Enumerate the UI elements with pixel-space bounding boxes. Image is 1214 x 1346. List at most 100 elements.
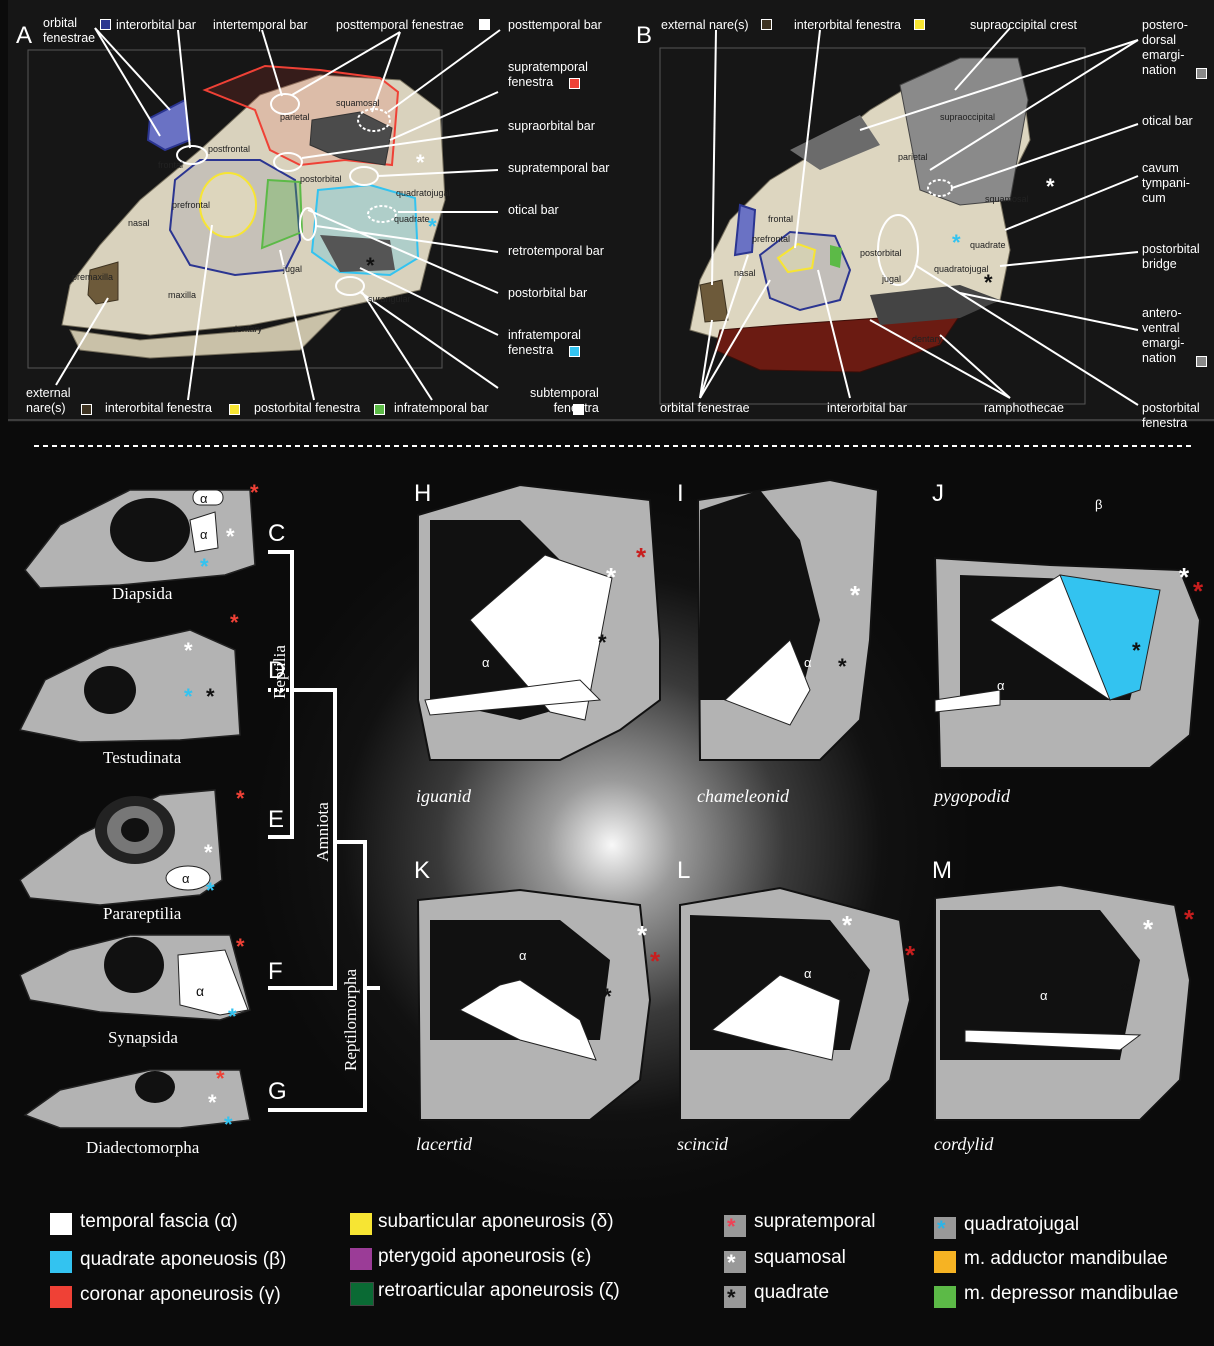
legend-subarticular: subarticular aponeurosis (δ) xyxy=(378,1211,614,1233)
legend-quadrate: quadrate xyxy=(754,1282,829,1304)
ast-l-squamosal: * xyxy=(842,914,852,936)
alpha-l: α xyxy=(804,966,812,981)
panel-letter-m: M xyxy=(932,857,952,885)
taxon-diadectomorpha: Diadectomorpha xyxy=(86,1138,199,1158)
ast-c-supratemporal: * xyxy=(250,482,259,504)
bone-b-quadratojugal: quadratojugal xyxy=(934,262,989,277)
legend-supratemporal: supratemporal xyxy=(754,1211,875,1233)
ast-f-quadratojugal: * xyxy=(228,1006,237,1028)
clade-amniota: Amniota xyxy=(313,782,333,882)
ast-e-quadratojugal: * xyxy=(206,880,215,902)
label-interorbital-bar: interorbital bar xyxy=(116,18,196,33)
swatch-b-posterodorsal xyxy=(1196,68,1207,79)
legend-swatch-pterygoid xyxy=(350,1248,372,1270)
panel-letter-l: L xyxy=(677,857,690,885)
asterisk-quadrate-b: * xyxy=(984,272,993,294)
clado-letter-f: F xyxy=(268,958,283,986)
bone-premaxilla: premaxilla xyxy=(72,270,113,285)
swatch-b-nares xyxy=(761,19,772,30)
ast-j-quadrate: * xyxy=(1132,640,1141,662)
ast-i-quadrate: * xyxy=(838,656,847,678)
bone-frontal: frontal xyxy=(158,158,183,173)
bone-postfrontal: postfrontal xyxy=(208,142,250,157)
taxon-synapsida: Synapsida xyxy=(108,1028,178,1048)
legend-swatch-coronar xyxy=(50,1286,72,1308)
ast-d-quadrate: * xyxy=(206,686,215,708)
legend-coronar: coronar aponeurosis (γ) xyxy=(80,1284,281,1306)
label-a-bottom-3: infratemporal bar xyxy=(394,401,489,416)
bone-quadrate: quadrate xyxy=(394,212,430,227)
label-b-bottom-0: orbital fenestrae xyxy=(660,401,750,416)
bone-squamosal: squamosal xyxy=(336,96,380,111)
legend-pterygoid: pterygoid aponeurosis (ε) xyxy=(378,1246,591,1268)
legend-depressor: m. depressor mandibulae xyxy=(964,1283,1178,1305)
label-a-right-4: otical bar xyxy=(508,203,559,218)
ast-h-supratemporal: * xyxy=(636,546,646,568)
alpha-diapsida-1: α xyxy=(200,491,208,506)
taxon-iguanid: iguanid xyxy=(416,786,471,807)
swatch-interorbital-fenestra xyxy=(229,404,240,415)
ast-e-squamosal: * xyxy=(204,842,213,864)
clado-letter-c: C xyxy=(268,520,285,548)
label-b-top-0: external nare(s) xyxy=(661,18,749,33)
alpha-parareptilia: α xyxy=(182,871,190,886)
panel-letter-h: H xyxy=(414,480,431,508)
legend-quadrate-aponeurosis: quadrate aponeuosis (β) xyxy=(80,1249,286,1271)
taxon-chameleonid: chameleonid xyxy=(697,786,789,807)
bone-b-squamosal: squamosal xyxy=(985,192,1029,207)
label-b-top-2: supraoccipital crest xyxy=(970,18,1077,33)
label-a-right-8: subtemporal fenestra xyxy=(530,386,599,416)
taxon-parareptilia: Parareptilia xyxy=(103,904,181,924)
clade-reptilomorpha: Reptilomorpha xyxy=(341,950,361,1090)
taxon-cordylid: cordylid xyxy=(934,1134,993,1155)
panel-letter-k: K xyxy=(414,857,430,885)
swatch-nares xyxy=(81,404,92,415)
ast-d-quadratojugal: * xyxy=(184,686,193,708)
label-orbital-fenestrae: orbital fenestrae xyxy=(43,16,95,46)
ast-g-quadratojugal: * xyxy=(224,1114,233,1136)
ast-i-squamosal: * xyxy=(850,584,860,606)
asterisk-squamosal-a: * xyxy=(416,152,425,174)
ast-c-squamosal: * xyxy=(226,526,235,548)
bone-surangular: surangular xyxy=(368,292,411,307)
label-b-right-2: cavum tympani- cum xyxy=(1142,161,1190,206)
bone-b-supraoccipital: supraoccipital xyxy=(940,110,995,125)
alpha-h: α xyxy=(482,655,490,670)
legend-swatch-adductor xyxy=(934,1251,956,1273)
bone-b-frontal: frontal xyxy=(768,212,793,227)
legend-squamosal: squamosal xyxy=(754,1247,846,1269)
ast-j-supratemporal: * xyxy=(1193,580,1203,602)
clado-letter-e: E xyxy=(268,806,284,834)
swatch-infratemporal xyxy=(569,346,580,357)
bone-prefrontal: prefrontal xyxy=(172,198,210,213)
asterisk-quadrate-a: * xyxy=(366,255,375,277)
ast-l-quadrate: * xyxy=(848,968,857,990)
alpha-k: α xyxy=(519,948,527,963)
ast-m-quadrate: * xyxy=(1121,980,1130,1002)
bone-quadratojugal: quadratojugal xyxy=(396,186,451,201)
legend-swatch-quadrate: * xyxy=(724,1286,746,1308)
label-b-right-3: postorbital bridge xyxy=(1142,242,1200,272)
label-a-bottom-2: postorbital fenestra xyxy=(254,401,360,416)
panel-letter-b: B xyxy=(636,22,652,50)
legend-swatch-supratemporal: * xyxy=(724,1215,746,1237)
label-b-right-1: otical bar xyxy=(1142,114,1193,129)
label-a-right-6: postorbital bar xyxy=(508,286,587,301)
alpha-diapsida-2: α xyxy=(200,527,208,542)
alpha-m: α xyxy=(1040,988,1048,1003)
ast-h-squamosal: * xyxy=(606,566,616,588)
label-b-bottom-1: interorbital bar xyxy=(827,401,907,416)
legend-swatch-depressor xyxy=(934,1286,956,1308)
asterisk-quadratojugal-b: * xyxy=(952,232,961,254)
panel-letter-a: A xyxy=(16,22,32,50)
bone-b-parietal: parietal xyxy=(898,150,928,165)
ast-d-squamosal: * xyxy=(184,640,193,662)
ast-g-squamosal: * xyxy=(208,1092,217,1114)
label-a-right-2: supraorbital bar xyxy=(508,119,595,134)
bone-parietal: parietal xyxy=(280,110,310,125)
swatch-b-anteroventral xyxy=(1196,356,1207,367)
alpha-i: α xyxy=(804,655,812,670)
legend-swatch-quadratojugal: * xyxy=(934,1217,956,1239)
label-b-right-4: antero- ventral emargi- nation xyxy=(1142,306,1184,366)
